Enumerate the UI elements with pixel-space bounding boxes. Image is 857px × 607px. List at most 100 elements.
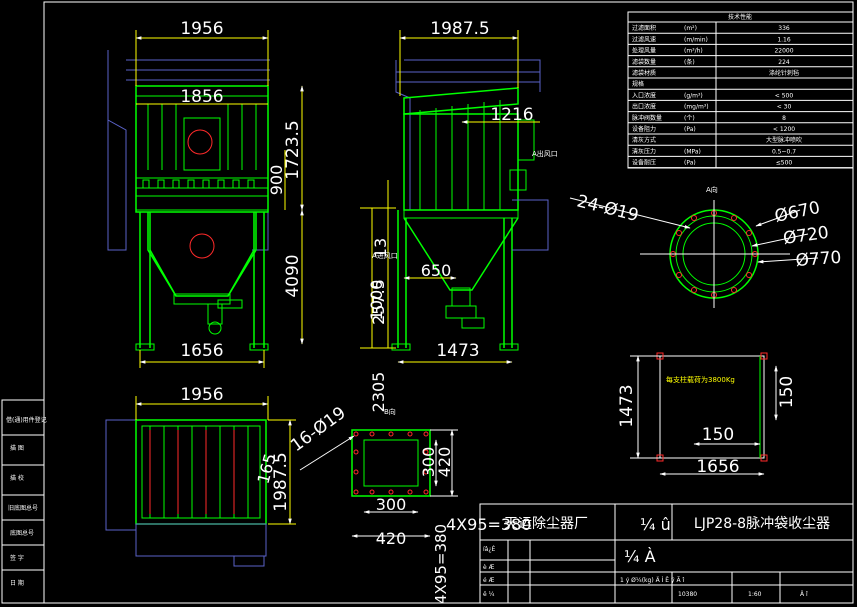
- foundation-dim-1656: 1656: [696, 457, 739, 477]
- side-labels: 借(通)用件登记 描 图 描 校 旧底图总号 底图总号 签 字 日 期: [2, 416, 47, 587]
- title-company: 天运除尘器厂: [504, 516, 588, 532]
- top-view: 1956 1987.5 165: [105, 385, 296, 567]
- flange-b-slot: 4X95=380: [446, 515, 531, 534]
- side-dim-hopper-width: 650: [421, 261, 452, 280]
- top-dim-depth: 1987.5: [271, 452, 291, 511]
- foundation-dim-1473: 1473: [617, 384, 637, 427]
- tech-table-row-unit: (个): [684, 115, 695, 122]
- tech-table-row-value: 8: [782, 115, 786, 122]
- tech-table-row-name: 脉冲阀数量: [632, 114, 662, 122]
- front-dim-bottom-width: 1656: [180, 341, 223, 361]
- foundation-dim-150b: 150: [777, 376, 797, 408]
- title-sheet: Ä î: [800, 591, 808, 598]
- side-label-5: 签 字: [10, 554, 24, 562]
- tech-table-row-value: < 500: [775, 92, 794, 99]
- tech-table-row-unit: (MPa): [684, 148, 701, 155]
- title-code1: ¼ û: [640, 515, 671, 534]
- tech-table-row-value: 224: [778, 59, 790, 66]
- side-dim-257: 257.5: [369, 279, 388, 325]
- flange-a-d1: Ø670: [773, 198, 822, 227]
- tech-table-row-name: 滤袋数量: [632, 58, 656, 66]
- flange-b-slot-v: 4X95=380: [432, 524, 450, 604]
- tech-table-row-name: 过滤面积: [632, 24, 656, 32]
- front-dim-top-width: 1956: [180, 19, 223, 39]
- foundation-dim-150a: 150: [702, 425, 734, 445]
- flange-b-420h: 420: [435, 447, 454, 478]
- flange-b-title: B向: [384, 407, 396, 416]
- tech-table-row-name: 入口浓度: [632, 91, 656, 99]
- title-product: LJP28-8脉冲袋收尘器: [694, 516, 830, 532]
- flange-a-title: A向: [706, 185, 718, 194]
- tech-table-title: 技术性能: [728, 13, 752, 21]
- side-label-0: 借(通)用件登记: [6, 416, 47, 424]
- tech-table-row-name: 出口浓度: [632, 103, 656, 111]
- tech-table-row-value: < 30: [777, 104, 792, 111]
- title-r2: è Æ: [483, 564, 495, 571]
- flange-a-d2: Ø720: [782, 223, 830, 249]
- tech-table-row-value: < 1200: [773, 126, 795, 133]
- side-label-2: 描 校: [10, 474, 24, 482]
- title-r3: é Æ: [483, 577, 495, 584]
- title-code2: ¼ À: [624, 547, 656, 566]
- foundation-note: 每支柱载荷为3800Kg: [666, 375, 735, 384]
- side-dim-outlet-offset: 1216: [490, 105, 533, 125]
- tech-table-row-unit: (mg/m³): [684, 104, 709, 111]
- tech-table-row-value: ≤500: [776, 160, 793, 167]
- side-dim-1000: 1000: [367, 280, 386, 321]
- tech-table-row-unit: (m/min): [684, 36, 708, 43]
- flange-b-300h: 300: [419, 447, 438, 478]
- tech-table-row-unit: (Pa): [684, 126, 696, 133]
- tech-table-row-name: 处理风量: [632, 47, 656, 55]
- title-scale: 1:60: [748, 591, 762, 598]
- title-weight: 10380: [678, 591, 697, 598]
- side-dim-bottom-width: 1473: [436, 341, 479, 361]
- side-view: 1987.5 1216 650 1473 13 257.5 1000 2305 …: [360, 19, 558, 412]
- tech-table-row-name: 规格: [632, 80, 644, 88]
- front-dim-hopper-height: 4090: [283, 254, 303, 297]
- tech-table-row-name: 清灰方式: [632, 136, 656, 144]
- left-strip: [1, 399, 45, 604]
- tech-table: 技术性能 过滤面积(m²)336过滤风速(m/min)1.16处理风量(m³/h…: [627, 11, 854, 169]
- title-r4: ë ¼: [483, 591, 495, 598]
- tech-table-row-name: 滤袋材质: [632, 69, 656, 77]
- tech-table-row-value: 大型脉冲喷吹: [766, 136, 802, 144]
- foundation-plan: 1473 150 150 1656 每支柱载荷为3800Kg: [617, 352, 797, 477]
- title-block: 天运除尘器厂 ¼ û LJP28-8脉冲袋收尘器 ¼ À íâ¿É è Æ é …: [479, 503, 854, 604]
- tech-table-row-name: 设备耐压: [632, 159, 656, 167]
- tech-table-row-value: 0.5~0.7: [772, 148, 796, 155]
- flange-b-420w: 420: [376, 529, 407, 548]
- tech-table-row-unit: (g/m³): [684, 92, 703, 99]
- side-dim-13: 13: [371, 238, 390, 258]
- flange-b-view: B向 16-Ø19 300 420 300 420 4X95=380 4X95=…: [287, 403, 531, 604]
- side-dim-2305: 2305: [369, 372, 388, 413]
- front-dim-middle-height: 900: [267, 165, 286, 196]
- front-dim-upper-height: 1723.5: [283, 120, 303, 179]
- flange-b-300w: 300: [376, 495, 407, 514]
- side-dim-top-width: 1987.5: [430, 19, 489, 39]
- flange-b-holes: 16-Ø19: [287, 403, 350, 456]
- top-dim-width: 1956: [180, 385, 223, 405]
- flange-a-holes: 24-Ø19: [575, 191, 641, 226]
- side-label-outlet: A出风口: [532, 149, 558, 158]
- side-label-1: 描 图: [10, 444, 24, 452]
- tech-table-row-name: 清灰压力: [632, 147, 656, 155]
- front-view: 1956 1856 1723.5 900 4090 1656: [107, 19, 304, 368]
- side-label-3: 旧底图总号: [8, 504, 38, 512]
- tech-table-row-name: 过滤风速: [632, 35, 656, 43]
- side-label-4: 底图总号: [10, 529, 34, 537]
- tech-table-row-unit: (m²): [684, 25, 697, 32]
- title-r1: íâ¿É: [483, 545, 496, 553]
- side-label-6: 日 期: [10, 579, 24, 587]
- tech-table-row-unit: (Pa): [684, 160, 696, 167]
- tech-table-row-unit: (条): [684, 58, 695, 66]
- side-label-inlet: A进风口: [372, 252, 398, 260]
- tech-table-row-value: 1.16: [777, 36, 791, 43]
- tech-table-row-value: 涤纶针刺毡: [769, 69, 799, 77]
- title-weight-head: 1 ý Ø¼(kg) Ä Ì Ê ý Ã î: [620, 576, 684, 584]
- tech-table-row-unit: (m³/h): [684, 48, 703, 55]
- tech-table-row-value: 22000: [774, 48, 793, 55]
- tech-table-row-name: 设备阻力: [632, 125, 656, 133]
- flange-a-view: A向 24-Ø19 Ø670 Ø720 Ø770: [569, 185, 842, 308]
- flange-a-d3: Ø770: [795, 248, 842, 271]
